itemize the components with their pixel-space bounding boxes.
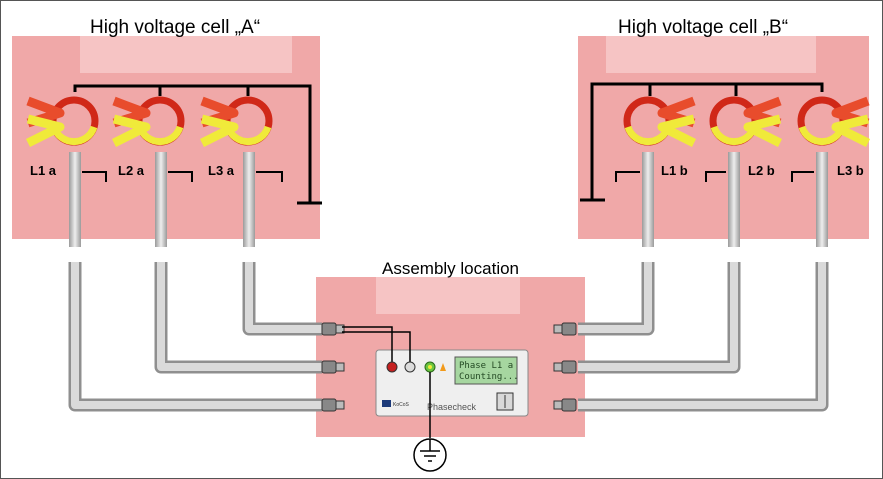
cell-a-title: High voltage cell „A“ [90, 17, 260, 38]
socket-black[interactable] [404, 361, 416, 373]
cell-a-ground-hook [82, 171, 107, 182]
phase-check-device: Phase L1 a Counting... KoCoS Phasecheck [342, 326, 529, 417]
cable-segment [728, 152, 740, 247]
cell-b: High voltage cell „B“ L1 b L2 b L3 [578, 17, 871, 239]
socket-ground-center [428, 365, 432, 369]
display-line-2: Counting... [459, 372, 519, 382]
assembly-band [376, 277, 520, 314]
device-name: Phasecheck [427, 402, 477, 412]
cable-segment [155, 152, 167, 247]
display-line-1: Phase L1 a [459, 361, 513, 371]
measurement-cables [68, 152, 829, 412]
cable-route-l2a-inner [157, 262, 322, 371]
cable-segment [816, 152, 828, 247]
cell-b-ground-hook [615, 171, 640, 182]
cell-a-band [80, 36, 292, 73]
ground-symbol-icon [413, 438, 447, 472]
cell-b-ground-hook [705, 171, 726, 182]
cell-b-busbar [590, 82, 824, 200]
socket-red[interactable] [386, 361, 398, 373]
cell-b-title: High voltage cell „B“ [618, 17, 788, 38]
cable-route-l3b-inner [578, 262, 826, 409]
cable-route-l2b-inner [578, 262, 738, 371]
cell-b-band [606, 36, 816, 73]
bnc-connector-icon [321, 398, 345, 412]
cable-segment [642, 152, 654, 247]
cell-a-ground-hook [168, 171, 193, 182]
clamp-meter-icon [623, 96, 697, 148]
bnc-connector-icon [553, 398, 577, 412]
clamp-meter-icon [199, 96, 273, 148]
clamp-meter-icon [25, 96, 99, 148]
phase-label-l2a: L2 a [118, 163, 145, 178]
bnc-connector-icon [321, 360, 345, 374]
warning-triangle-icon [440, 363, 446, 371]
bnc-connector-icon [553, 322, 577, 336]
cable-segment [243, 152, 255, 247]
cable-route-l3a-inner [245, 262, 322, 333]
connectors [321, 322, 577, 412]
cell-b-ground-hook [791, 171, 814, 182]
phase-label-l2b: L2 b [748, 163, 775, 178]
patch-wire [342, 326, 393, 362]
patch-wire [342, 331, 411, 362]
clamp-meter-icon [709, 96, 783, 148]
device-display [454, 356, 518, 385]
clamp-meter-icon [797, 96, 871, 148]
phase-label-l3b: L3 b [837, 163, 864, 178]
cable-route-l1b-inner [578, 262, 652, 333]
phase-label-l1b: L1 b [661, 163, 688, 178]
phase-label-l1a: L1 a [30, 163, 57, 178]
brand-logo-icon [382, 400, 391, 407]
assembly-title: Assembly location [382, 259, 519, 278]
cable-route-l1a-inner [71, 262, 322, 409]
bnc-connector-icon [553, 360, 577, 374]
bnc-connector-icon [321, 322, 345, 336]
brand-text: KoCoS [393, 402, 410, 408]
cable-segment [69, 152, 81, 247]
phase-label-l3a: L3 a [208, 163, 235, 178]
clamp-meter-icon [111, 96, 185, 148]
cell-a-busbar [73, 84, 312, 203]
cell-a-ground-hook [256, 171, 283, 182]
